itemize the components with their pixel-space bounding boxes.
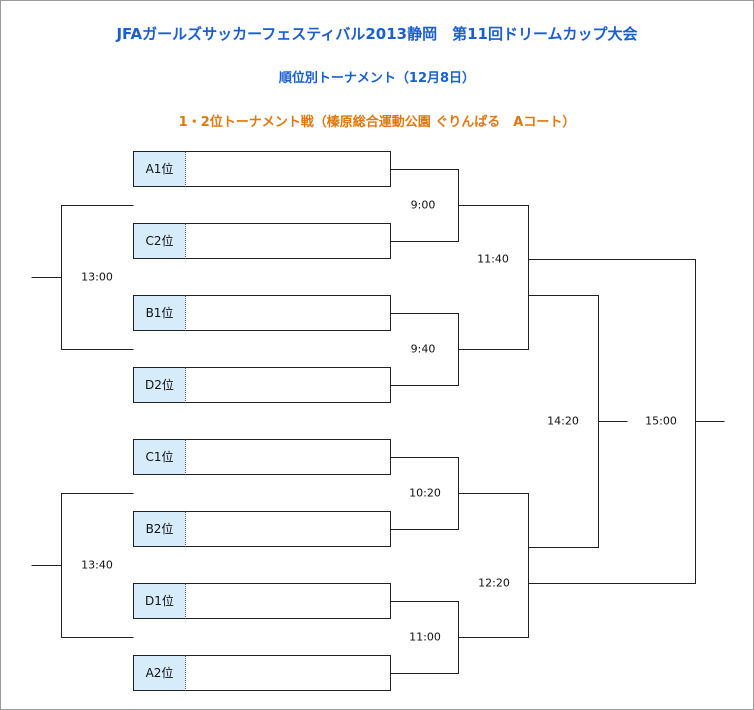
seed-label-a1: A1位 <box>133 151 185 187</box>
match-time-1100: 11:00 <box>409 630 441 644</box>
team-slot-c2 <box>185 223 391 259</box>
seed-label-d1: D1位 <box>133 583 185 619</box>
connector-round2-top <box>458 205 529 350</box>
seed-label-c1: C1位 <box>133 439 185 475</box>
match-time-1300: 13:00 <box>81 270 113 284</box>
seed-label-b2: B2位 <box>133 511 185 547</box>
team-slot-d2 <box>185 367 391 403</box>
seed-label-d2: D2位 <box>133 367 185 403</box>
page-subtitle: 順位別トーナメント（12月8日） <box>278 71 476 86</box>
team-slot-b2 <box>185 511 391 547</box>
match-time-1140: 11:40 <box>477 252 509 266</box>
match-time-1500: 15:00 <box>645 414 677 428</box>
match-time-1220: 12:20 <box>478 576 510 590</box>
team-slot-d1 <box>185 583 391 619</box>
connector-round2-bottom <box>458 493 529 638</box>
match-time-1340: 13:40 <box>81 558 113 572</box>
team-slot-a2 <box>185 655 391 691</box>
section-title: 1・2位トーナメント戦（榛原総合運動公園 ぐりんぱる Aコート） <box>178 115 576 130</box>
seed-label-a2: A2位 <box>133 655 185 691</box>
match-time-940: 9:40 <box>410 342 436 356</box>
page-title: JFAガールズサッカーフェスティバル2013静岡 第11回ドリームカップ大会 <box>116 25 638 43</box>
seed-label-b1: B1位 <box>133 295 185 331</box>
team-slot-c1 <box>185 439 391 475</box>
match-time-1420: 14:20 <box>547 414 579 428</box>
team-slot-b1 <box>185 295 391 331</box>
match-time-1020: 10:20 <box>409 486 441 500</box>
match-time-900: 9:00 <box>410 198 436 212</box>
team-slot-a1 <box>185 151 391 187</box>
seed-label-c2: C2位 <box>133 223 185 259</box>
